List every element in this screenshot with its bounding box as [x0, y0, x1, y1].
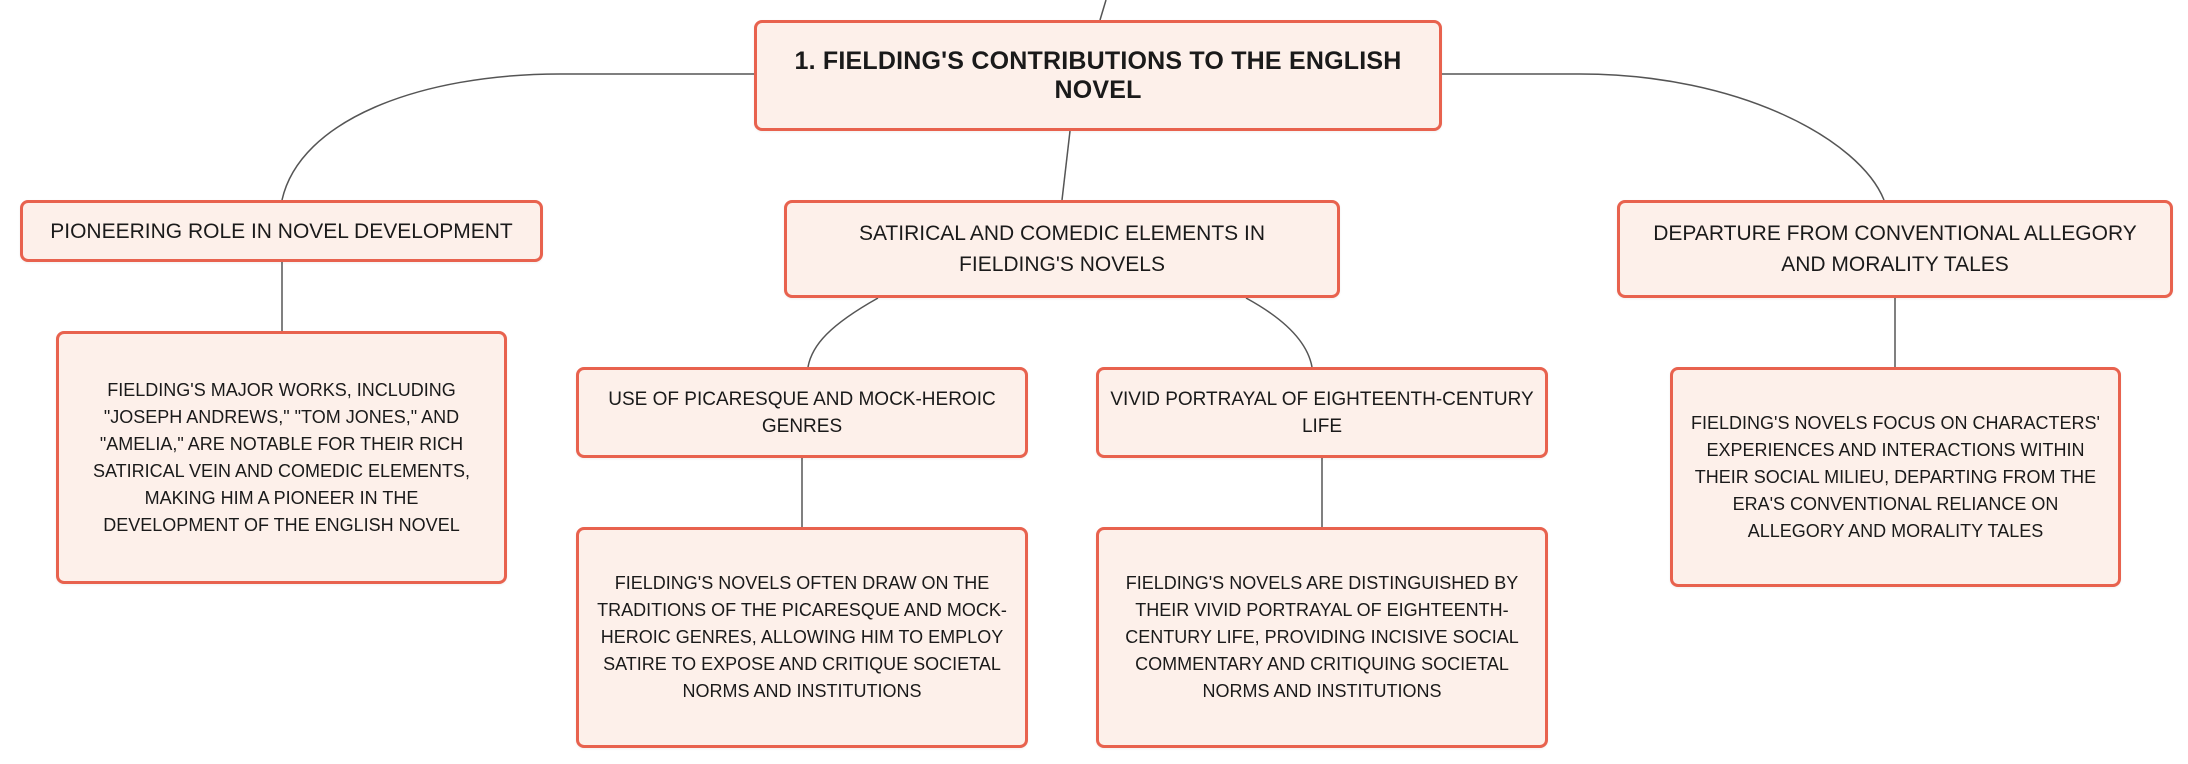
detail-text: FIELDING'S NOVELS FOCUS ON CHARACTERS' E…	[1691, 412, 2100, 541]
detail-text: FIELDING'S NOVELS OFTEN DRAW ON THE TRAD…	[597, 573, 1007, 701]
connector-root-parent	[1099, 0, 1107, 21]
topic-satirical-comedic[interactable]: SATIRICAL AND COMEDIC ELEMENTS IN FIELDI…	[784, 200, 1340, 298]
root-topic-label: 1. FIELDING'S CONTRIBUTIONS TO THE ENGLI…	[794, 46, 1402, 104]
topic-pioneering-role[interactable]: PIONEERING ROLE IN NOVEL DEVELOPMENT	[20, 200, 543, 262]
detail-picaresque-mock-heroic[interactable]: FIELDING'S NOVELS OFTEN DRAW ON THE TRAD…	[576, 527, 1028, 748]
connector-satire-to-picaresque	[807, 297, 879, 368]
topic-label: DEPARTURE FROM CONVENTIONAL ALLEGORY AND…	[1653, 222, 2137, 276]
connector-root-to-satire	[1061, 130, 1071, 201]
topic-departure-from-allegory[interactable]: DEPARTURE FROM CONVENTIONAL ALLEGORY AND…	[1617, 200, 2173, 298]
detail-vivid-portrayal[interactable]: FIELDING'S NOVELS ARE DISTINGUISHED BY T…	[1096, 527, 1548, 748]
connector-root-to-departure	[1442, 73, 1885, 201]
subtopic-label: VIVID PORTRAYAL OF EIGHTEENTH-CENTURY LI…	[1110, 388, 1534, 437]
subtopic-label: USE OF PICARESQUE AND MOCK-HEROIC GENRES	[608, 388, 996, 437]
subtopic-vivid-portrayal[interactable]: VIVID PORTRAYAL OF EIGHTEENTH-CENTURY LI…	[1096, 367, 1548, 458]
topic-label: SATIRICAL AND COMEDIC ELEMENTS IN FIELDI…	[858, 222, 1266, 276]
root-topic-node[interactable]: 1. FIELDING'S CONTRIBUTIONS TO THE ENGLI…	[754, 20, 1442, 131]
detail-departure-from-allegory[interactable]: FIELDING'S NOVELS FOCUS ON CHARACTERS' E…	[1670, 367, 2121, 587]
subtopic-picaresque-mock-heroic[interactable]: USE OF PICARESQUE AND MOCK-HEROIC GENRES	[576, 367, 1028, 458]
detail-text: FIELDING'S MAJOR WORKS, INCLUDING "JOSEP…	[92, 379, 471, 535]
connector-root-to-pioneer	[281, 73, 754, 201]
connector-satire-to-portrayal	[1245, 297, 1313, 368]
detail-pioneering-role[interactable]: FIELDING'S MAJOR WORKS, INCLUDING "JOSEP…	[56, 331, 507, 584]
topic-label: PIONEERING ROLE IN NOVEL DEVELOPMENT	[50, 219, 513, 243]
detail-text: FIELDING'S NOVELS ARE DISTINGUISHED BY T…	[1125, 573, 1519, 701]
